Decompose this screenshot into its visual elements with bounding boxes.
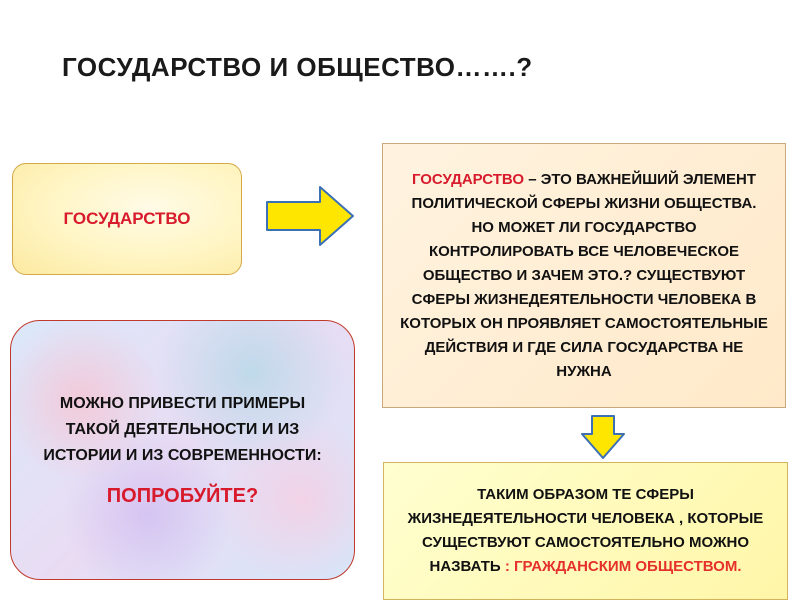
page-title: ГОСУДАРСТВО И ОБЩЕСТВО…….? <box>62 52 533 82</box>
conclusion-body: ТАКИМ ОБРАЗОМ ТЕ СФЕРЫ ЖИЗНЕДЕЯТЕЛЬНОСТИ… <box>407 486 764 575</box>
conclusion-highlight: : ГРАЖДАНСКИМ ОБЩЕСТВОМ. <box>500 558 742 575</box>
state-box: ГОСУДАРСТВО <box>12 163 242 275</box>
conclusion-box: ТАКИМ ОБРАЗОМ ТЕ СФЕРЫ ЖИЗНЕДЕЯТЕЛЬНОСТИ… <box>383 462 788 600</box>
right-arrow-icon <box>266 186 354 246</box>
examples-cta: ПОПРОБУЙТЕ? <box>106 485 259 507</box>
down-arrow-icon <box>581 415 625 459</box>
definition-box: ГОСУДАРСТВО – ЭТО ВАЖНЕЙШИЙ ЭЛЕМЕНТ ПОЛИ… <box>382 143 786 408</box>
examples-box: МОЖНО ПРИВЕСТИ ПРИМЕРЫ ТАКОЙ ДЕЯТЕЛЬНОСТ… <box>10 320 355 580</box>
definition-body: – ЭТО ВАЖНЕЙШИЙ ЭЛЕМЕНТ ПОЛИТИЧЕСКОЙ СФЕ… <box>400 170 768 380</box>
conclusion-text: ТАКИМ ОБРАЗОМ ТЕ СФЕРЫ ЖИЗНЕДЕЯТЕЛЬНОСТИ… <box>398 483 773 579</box>
examples-text: МОЖНО ПРИВЕСТИ ПРИМЕРЫ ТАКОЙ ДЕЯТЕЛЬНОСТ… <box>43 395 322 464</box>
state-box-label: ГОСУДАРСТВО <box>63 209 191 228</box>
definition-lead: ГОСУДАРСТВО <box>411 170 525 188</box>
definition-text: ГОСУДАРСТВО – ЭТО ВАЖНЕЙШИЙ ЭЛЕМЕНТ ПОЛИ… <box>399 168 769 384</box>
